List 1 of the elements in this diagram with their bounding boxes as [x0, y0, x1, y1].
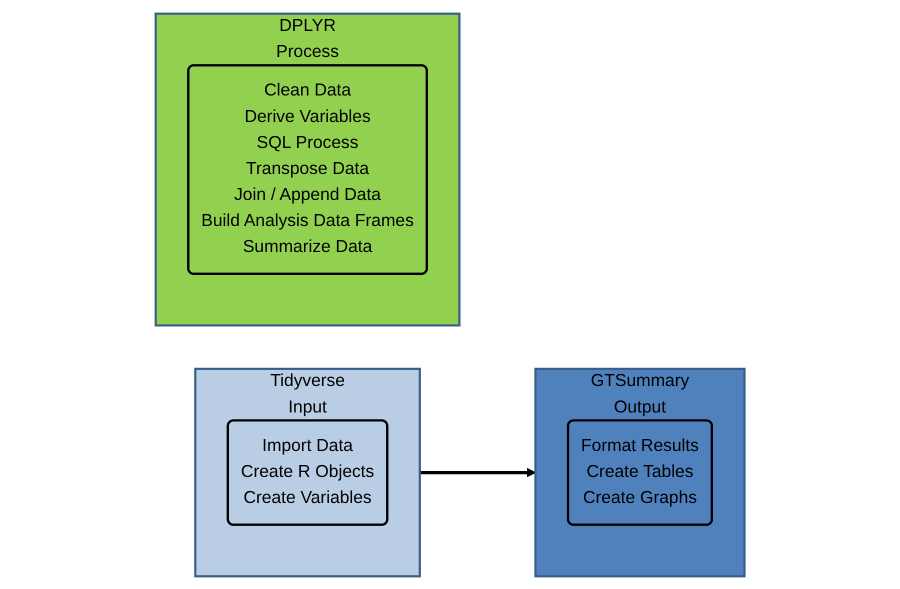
arrow	[420, 467, 536, 477]
